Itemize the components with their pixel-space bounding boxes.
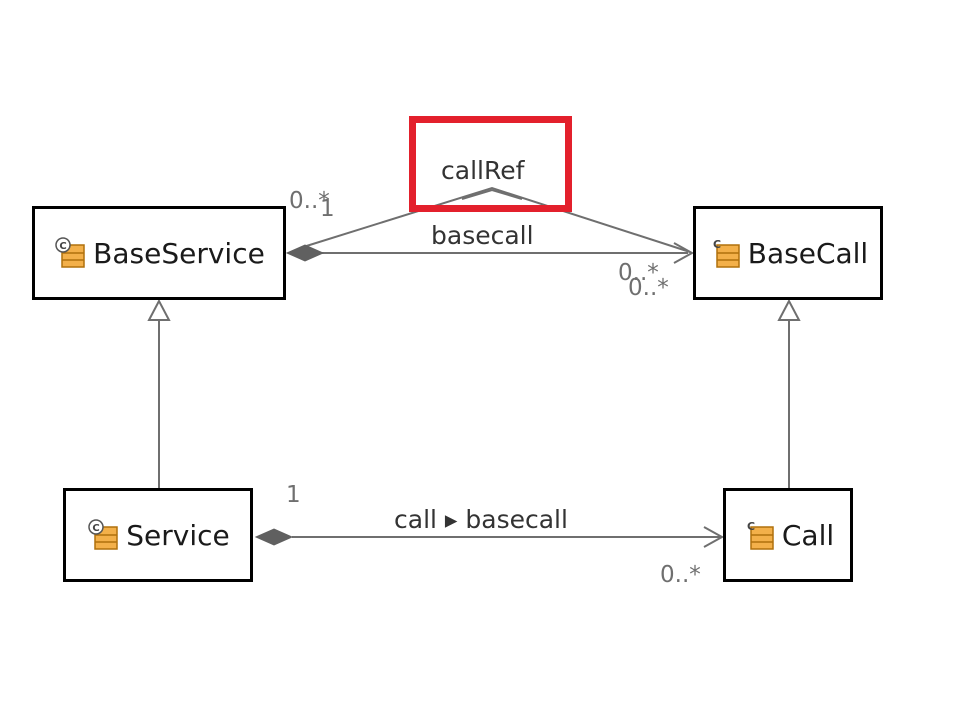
svg-text:C: C xyxy=(59,241,66,252)
call-basecall-label[interactable]: call ▸ basecall xyxy=(394,505,568,534)
callref-apex-mark xyxy=(461,188,523,200)
class-base-service[interactable]: C BaseService xyxy=(32,206,286,300)
class-icon: C xyxy=(88,519,118,550)
svg-text:C: C xyxy=(713,238,721,251)
svg-text:C: C xyxy=(747,520,755,533)
class-call[interactable]: C Call xyxy=(723,488,853,582)
call-arrowhead xyxy=(703,526,725,548)
basecall-arrowhead xyxy=(673,242,695,264)
class-service[interactable]: C Service xyxy=(63,488,253,582)
call-source-multiplicity: 1 xyxy=(286,482,301,508)
svg-text:C: C xyxy=(93,523,100,534)
service-generalization-triangle xyxy=(147,298,171,321)
class-name-service: Service xyxy=(126,518,230,552)
call-target-multiplicity: 0..* xyxy=(660,562,701,588)
class-name-base-call: BaseCall xyxy=(747,236,869,270)
call-generalization-triangle xyxy=(777,298,801,321)
basecall-target-multiplicity: 0..* xyxy=(628,275,669,301)
callref-target-multiplicity: 0..* xyxy=(618,260,659,286)
basecall-composition-diamond xyxy=(285,244,325,262)
class-icon: C xyxy=(55,237,85,268)
callref-association-line[interactable] xyxy=(299,186,691,253)
call-composition-diamond xyxy=(254,528,294,546)
callref-source-multiplicity: 0..* xyxy=(289,188,330,214)
basecall-label[interactable]: basecall xyxy=(431,221,534,250)
class-base-call[interactable]: C BaseCall xyxy=(693,206,883,300)
class-name-base-service: BaseService xyxy=(93,236,265,270)
basecall-source-multiplicity: 1 xyxy=(320,196,335,222)
class-name-call: Call xyxy=(781,518,835,552)
callref-highlight-box xyxy=(409,116,572,212)
class-icon: C xyxy=(747,520,774,550)
class-icon: C xyxy=(713,238,740,268)
callref-label[interactable]: callRef xyxy=(441,156,525,185)
